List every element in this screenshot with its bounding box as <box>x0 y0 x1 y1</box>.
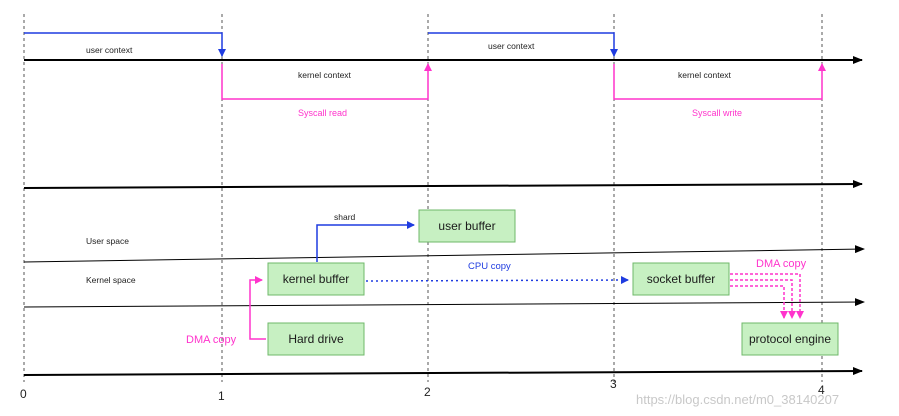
shard-arrow <box>316 221 415 262</box>
dma-copy-right-arrow-2 <box>730 279 796 319</box>
watermark: https://blog.csdn.net/m0_38140207 <box>636 392 839 407</box>
tick-1: 1 <box>218 389 225 403</box>
kernel-space-label: Kernel space <box>86 275 136 285</box>
tick-4: 4 <box>818 383 825 397</box>
hard-drive-box: Hard drive <box>267 322 365 356</box>
dma-copy-left-arrow <box>249 276 266 340</box>
protocol-engine-label: protocol engine <box>749 332 831 346</box>
kernel-context-line-1 <box>221 63 432 100</box>
kernel-context-label-2: kernel context <box>678 70 732 80</box>
user-buffer-box: user buffer <box>418 209 516 243</box>
kernel-buffer-label: kernel buffer <box>283 272 350 286</box>
syscall-write-label: Syscall write <box>692 108 742 118</box>
shard-label: shard <box>334 212 356 222</box>
bottom-time-axis <box>23 367 863 376</box>
socket-buffer-label: socket buffer <box>647 272 715 286</box>
dma-copy-right-arrow-1 <box>730 273 804 319</box>
tick-0: 0 <box>20 387 27 401</box>
kernel-buffer-box: kernel buffer <box>267 262 365 296</box>
kernel-context-label-1: kernel context <box>298 70 352 80</box>
socket-buffer-box: socket buffer <box>632 262 730 296</box>
user-context-label-2: user context <box>488 41 535 51</box>
cpu-copy-label: CPU copy <box>468 261 511 272</box>
dma-copy-left-label: DMA copy <box>186 334 237 346</box>
hard-drive-label: Hard drive <box>288 332 344 346</box>
user-context-line-1 <box>24 32 226 57</box>
kernel-hardware-boundary <box>23 298 865 308</box>
user-buffer-label: user buffer <box>438 219 495 233</box>
dma-copy-right-arrow-3 <box>730 285 788 319</box>
syscall-read-label: Syscall read <box>298 108 347 118</box>
user-space-label: User space <box>86 236 129 246</box>
kernel-context-line-2 <box>613 63 826 100</box>
tick-3: 3 <box>610 377 617 391</box>
user-kernel-boundary <box>23 245 865 263</box>
cpu-copy-arrow <box>365 276 629 285</box>
separator-axis <box>23 180 863 189</box>
dma-copy-right-arrows <box>730 273 804 319</box>
user-context-line-2 <box>428 32 618 57</box>
dma-copy-right-label: DMA copy <box>756 258 807 270</box>
tick-2: 2 <box>424 385 431 399</box>
user-context-label-1: user context <box>86 45 133 55</box>
protocol-engine-box: protocol engine <box>741 322 839 356</box>
